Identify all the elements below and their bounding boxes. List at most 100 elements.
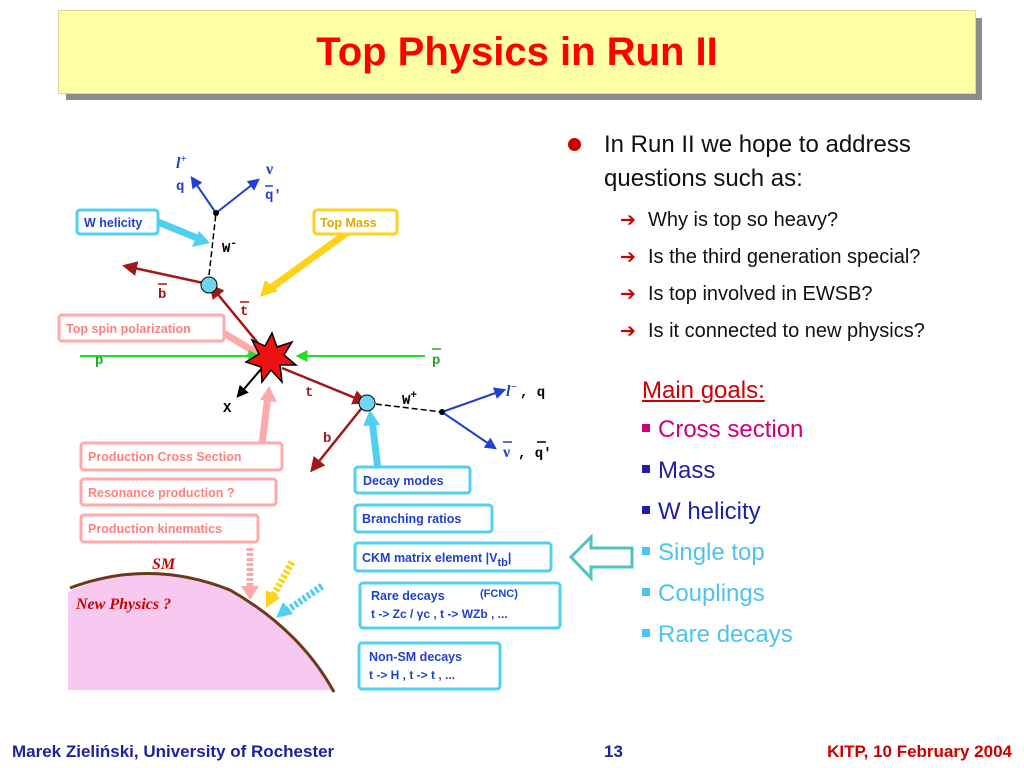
nu-top-label: ν — [265, 161, 273, 178]
tbar-line — [209, 283, 263, 349]
rare-decays-box — [358, 581, 562, 630]
goal-label: Single top — [658, 539, 765, 566]
tbar-label: t — [240, 304, 248, 320]
hollow-left-arrow — [568, 533, 634, 582]
w-helicity-box — [75, 208, 160, 236]
decay-modes-box — [353, 465, 472, 495]
l-minus-label: l− — [506, 381, 517, 400]
bullet-dot-icon — [568, 138, 581, 151]
qprime-top-label: q′ — [265, 188, 282, 204]
w-plus-line — [366, 402, 443, 413]
sm-boundary-curve — [69, 572, 336, 693]
footer-event-date: KITP, 10 February 2004 — [827, 742, 1012, 761]
question-item: ➔Is top involved in EWSB? — [566, 276, 1016, 313]
w-minus-vertex — [200, 276, 218, 294]
goal-label: Mass — [658, 457, 716, 484]
bbar-label: b — [158, 287, 166, 303]
goal-label: W helicity — [658, 498, 761, 525]
bbar-line — [122, 261, 209, 286]
question-item: ➔Is the third generation special? — [566, 239, 1016, 276]
l-plus-line — [190, 176, 217, 214]
p-label: p — [95, 353, 103, 369]
prod-xsec-pointer — [258, 394, 272, 445]
ckm-box — [353, 541, 553, 573]
square-bullet-icon — [642, 505, 650, 514]
square-bullet-icon — [642, 423, 650, 432]
question-item: ➔Is it connected to new physics? — [566, 313, 1016, 350]
footer-author: Marek Zieliński, University of Rochester — [12, 742, 335, 761]
main-bullet: In Run II we hope to address questions s… — [566, 128, 1016, 196]
prod-kin-box — [79, 513, 260, 544]
top-mass-box — [312, 208, 399, 236]
square-bullet-icon — [642, 628, 650, 637]
goal-label: Couplings — [658, 580, 765, 607]
b-line — [310, 403, 366, 473]
goal-label: Cross section — [658, 416, 804, 443]
arrow-right-icon: ➔ — [620, 210, 636, 231]
prod-xsec-box — [79, 441, 284, 472]
arrow-right-icon: ➔ — [620, 284, 636, 305]
square-bullet-icon — [642, 546, 650, 555]
nu-bar-qbar-label: , q′ — [518, 446, 552, 462]
goal-item: W helicity — [642, 491, 803, 532]
nu-top-line — [215, 178, 260, 214]
l-minus-line — [441, 387, 507, 413]
footer-page-number: 13 — [604, 742, 623, 761]
new-physics-label: New Physics ? — [75, 596, 171, 613]
svg-text:Resonance production ?: Resonance production ? — [88, 486, 235, 500]
collision-star — [244, 331, 299, 385]
q-top-label: q — [176, 179, 184, 195]
w-helicity-pointer — [156, 218, 204, 244]
goal-item: Cross section — [642, 409, 803, 450]
title-banner: Top Physics in Run II — [58, 10, 976, 94]
svg-text:Top Mass: Top Mass — [320, 216, 377, 230]
goal-label: Rare decays — [658, 621, 793, 648]
question-item: ➔Why is top so heavy? — [566, 202, 1016, 239]
main-bullet-text: In Run II we hope to address questions s… — [604, 131, 911, 192]
t-line — [281, 366, 368, 405]
t-label: t — [305, 385, 313, 401]
sm-label: SM — [152, 556, 176, 573]
goal-item: Mass — [642, 450, 803, 491]
square-bullet-icon — [642, 587, 650, 596]
top-spin-box — [57, 313, 226, 343]
nonsm-decays-box — [357, 641, 502, 691]
w-plus-label: W+ — [402, 390, 417, 409]
arrow-right-icon: ➔ — [620, 321, 636, 342]
svg-text:CKM matrix element |Vtb|: CKM matrix element |Vtb| — [362, 551, 511, 569]
svg-text:Branching ratios: Branching ratios — [362, 512, 461, 526]
svg-text:Decay modes: Decay modes — [363, 474, 444, 488]
np-blue-pointer — [282, 583, 325, 615]
top-mass-pointer — [265, 229, 351, 293]
w-minus-label: W- — [222, 238, 237, 257]
svg-text:Production Cross Section: Production Cross Section — [88, 450, 242, 464]
pbar-label: p — [432, 353, 440, 369]
new-physics-region — [68, 572, 333, 690]
branching-box — [353, 503, 494, 534]
svg-text:Top spin polarization: Top spin polarization — [66, 322, 191, 336]
np-yellow-pointer — [268, 560, 296, 600]
w-minus-line — [207, 212, 217, 285]
b-label: b — [323, 431, 331, 447]
l-plus-label: l+ — [176, 153, 187, 172]
w-plus-vertex — [358, 394, 376, 412]
svg-text:t -> H , t -> t , ...: t -> H , t -> t , ... — [369, 668, 455, 682]
svg-text:t -> Zc / γc , t -> WZb , ...: t -> Zc / γc , t -> WZb , ... — [371, 607, 508, 621]
questions-list: In Run II we hope to address questions s… — [566, 128, 1016, 350]
main-goals-header: Main goals: — [642, 377, 765, 404]
x-line — [236, 367, 263, 398]
resonance-box — [79, 477, 278, 507]
goal-item: Rare decays — [642, 614, 803, 655]
svg-text:Production kinematics: Production kinematics — [88, 522, 222, 536]
svg-text:(FCNC): (FCNC) — [480, 588, 518, 600]
decay-pointer — [368, 419, 382, 471]
svg-text:Rare decays: Rare decays — [371, 589, 445, 603]
x-label: X — [223, 401, 232, 417]
l-minus-q-label: , q — [520, 385, 545, 401]
nu-bar-line — [441, 411, 497, 450]
goal-item: Couplings — [642, 573, 803, 614]
svg-text:W helicity: W helicity — [84, 216, 142, 230]
